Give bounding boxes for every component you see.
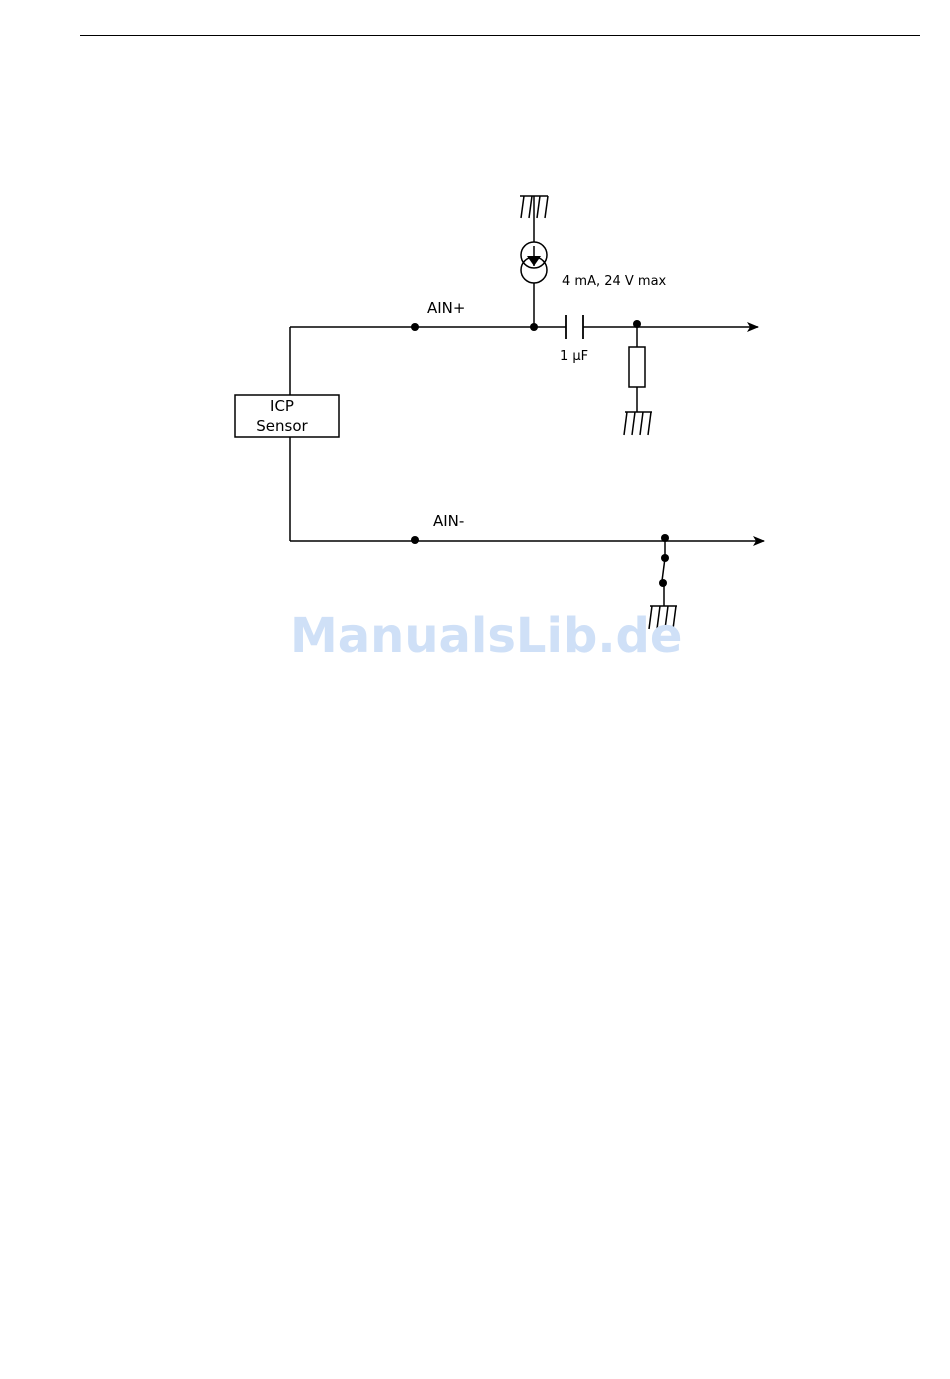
current-source-symbol [521, 242, 547, 327]
load-resistor [629, 324, 645, 412]
current-source-node [530, 323, 538, 331]
ain-plus-wire [290, 327, 566, 395]
ain-plus-node [411, 323, 419, 331]
capacitor-label: 1 µF [560, 349, 588, 364]
icp-sensor-circuit-diagram: 4 mA, 24 V max AIN+ 1 µF ICP Sensor AIN- [0, 0, 950, 700]
switch-contact-lower [659, 579, 667, 587]
current-source-label: 4 mA, 24 V max [562, 274, 667, 289]
ain-plus-label: AIN+ [427, 299, 465, 317]
switch-contact-upper [661, 554, 669, 562]
sensor-label-line1: ICP [270, 397, 294, 415]
coupling-capacitor [566, 315, 583, 339]
supply-ground-symbol [520, 196, 548, 242]
ain-minus-label: AIN- [433, 512, 464, 530]
ain-minus-node [411, 536, 419, 544]
resistor-ground-symbol [624, 412, 652, 435]
ground-switch [662, 538, 665, 606]
sensor-label-line2: Sensor [256, 417, 308, 435]
watermark-text: ManualsLib.de [290, 606, 670, 666]
